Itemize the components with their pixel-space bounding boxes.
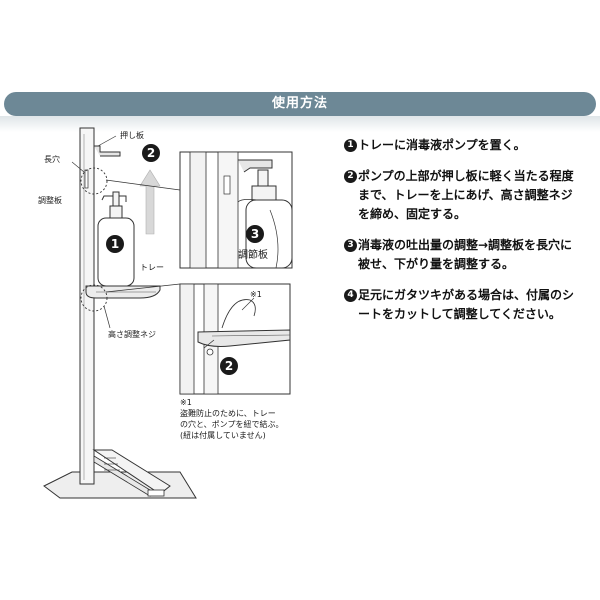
label-tray: トレー <box>140 263 164 272</box>
steps-list: 1 トレーに消毒液ポンプを置く。 2 ポンプの上部が押し板に軽く当たる程度まで、… <box>344 136 584 336</box>
label-adjust-plate: 調整板 <box>38 196 62 205</box>
push-plate <box>94 145 121 157</box>
step-item-3: 3 消毒液の吐出量の調整→調整板を長穴に被せ、下がり量を調整する。 <box>344 236 584 274</box>
note-line-2: の穴と、ポンプを紐で結ぶ。 <box>180 420 284 429</box>
banner-shadow <box>0 116 600 132</box>
note-mark: ※1 <box>180 398 192 407</box>
step-item-4: 4 足元にガタツキがある場合は、付属のシートをカットして調整してください。 <box>344 286 584 324</box>
step-item-2: 2 ポンプの上部が押し板に軽く当たる程度まで、トレーを上にあげ、高さ調整ネジを締… <box>344 167 584 224</box>
step-badge-2-detail: 2 <box>220 357 238 375</box>
step-text-4: 足元にガタツキがある場合は、付属のシートをカットして調整してください。 <box>358 288 575 321</box>
section-title: 使用方法 <box>271 96 328 111</box>
step-text-1: トレーに消毒液ポンプを置く。 <box>358 138 526 152</box>
step-number-4: 4 <box>344 289 357 302</box>
note-line-3: (紐は付属していません) <box>180 431 266 440</box>
note-line-1: 盗難防止のために、トレー <box>180 409 276 418</box>
step-number-2: 2 <box>344 170 357 183</box>
long-slot <box>84 169 89 189</box>
step-badge-3: 3 <box>246 225 264 243</box>
step-badge-2-top: 2 <box>142 144 160 162</box>
step-number-1: 1 <box>344 139 357 152</box>
up-arrow <box>139 169 161 235</box>
step-text-3: 消毒液の吐出量の調整→調整板を長穴に被せ、下がり量を調整する。 <box>358 238 573 271</box>
note-block: ※1 盗難防止のために、トレー の穴と、ポンプを紐で結ぶ。 (紐は付属していませ… <box>180 397 283 441</box>
label-height-screw: 高さ調整ネジ <box>108 330 156 339</box>
step-number-3: 3 <box>344 239 357 252</box>
height-screw-circle <box>80 284 108 312</box>
label-long-slot: 長穴 <box>44 155 60 164</box>
step-item-1: 1 トレーに消毒液ポンプを置く。 <box>344 136 584 155</box>
step-badge-1: 1 <box>106 235 124 253</box>
step-text-2: ポンプの上部が押し板に軽く当たる程度まで、トレーを上にあげ、高さ調整ネジを締め、… <box>358 169 574 221</box>
pole <box>79 127 95 485</box>
foot-pedal <box>92 449 171 495</box>
label-adjust-plate-detail: 調節板 <box>238 250 268 261</box>
label-note-mark: ※1 <box>250 290 262 299</box>
section-banner: 使用方法 <box>4 92 596 116</box>
label-push-plate: 押し板 <box>120 131 144 140</box>
adjust-plate-circle <box>80 167 108 195</box>
